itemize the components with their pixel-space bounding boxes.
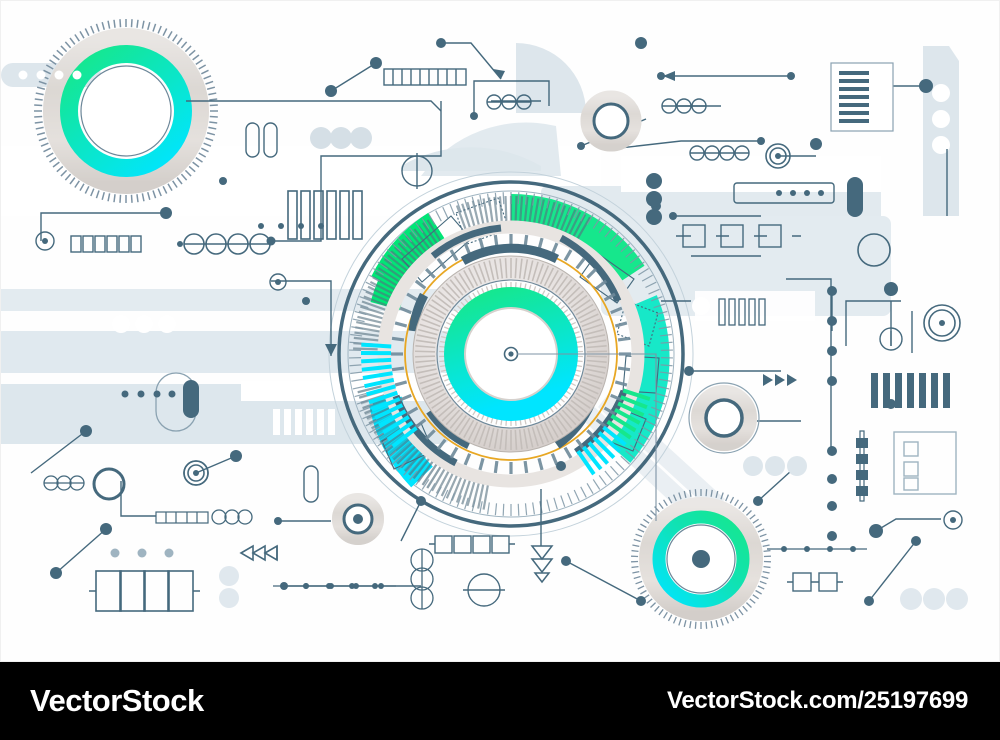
mouse-shape (155, 372, 199, 432)
grey-dot-triplet (310, 127, 372, 149)
right-side-panel (923, 46, 959, 216)
grey-dot-triplet-bottom-left (110, 548, 174, 558)
grey-dot-triplet-bottom-right (900, 588, 968, 610)
dotted-rounded-bar (733, 182, 835, 204)
target-ring-left (35, 231, 55, 251)
top-left-gradient-ring (34, 19, 218, 203)
top-grey-ring (580, 90, 642, 152)
grey-ring-widgets (183, 90, 760, 545)
rect-chain-bottom-left (89, 570, 200, 612)
watermark-footer: VectorStock VectorStock.com/25197699 (0, 662, 1000, 740)
mid-left-target-ring (183, 460, 209, 486)
circle-chain-bottom-left (43, 475, 85, 491)
circle-chain-right (661, 98, 707, 114)
segmented-bar-bottom-left (155, 511, 209, 524)
hollow-circle-right (857, 233, 891, 267)
bottom-right-gradient-ring (631, 489, 771, 629)
target-ring-right (923, 304, 961, 342)
small-rect-chain-left (70, 235, 142, 253)
arrow-markers (325, 69, 675, 356)
watermark-url: VectorStock.com/25197699 (667, 687, 968, 714)
hud-vector-illustration (1, 19, 968, 629)
segmented-strip-top (383, 68, 467, 86)
vertical-bars-right (871, 373, 950, 408)
mid-right-grey-ring (688, 382, 760, 454)
hollow-circle-left (92, 467, 126, 501)
small-widgets (18, 62, 968, 612)
phi-icon (401, 153, 433, 189)
small-target-far-right (943, 510, 963, 530)
watermark-brand: VectorStock (30, 683, 204, 718)
circle-chain-mid (689, 145, 750, 161)
bottom-left-grey-ring (332, 493, 384, 545)
down-chevrons (530, 545, 554, 584)
grey-dot-stack (219, 566, 239, 608)
double-pill-icon (245, 122, 278, 158)
circle-chain-top (486, 94, 532, 110)
central-hud-dial (328, 171, 694, 537)
small-target-right (879, 327, 903, 351)
barcode-box (830, 62, 894, 132)
small-squares-box (893, 431, 957, 495)
vertical-pill-right (847, 177, 863, 217)
target-ring-mid-left (269, 273, 287, 291)
square-chain-top-right (676, 224, 801, 248)
connector-nodes (50, 37, 933, 606)
artwork-area (0, 0, 1000, 662)
connector-squares-bottom-right (787, 572, 843, 592)
triple-chevron-left (239, 544, 278, 562)
pill-bar-with-dots (18, 70, 82, 80)
vertical-bars-white (273, 409, 335, 435)
connector-network (30, 42, 948, 602)
circle-chain-bottom-mid (211, 509, 253, 525)
vertical-bars-mini (718, 298, 766, 326)
vertical-bars-left (287, 190, 363, 240)
vertical-circle-stack (410, 548, 434, 610)
grey-dot-triplet-mid-right (743, 456, 807, 476)
vertical-pill-left (303, 465, 319, 503)
white-dots-bar (112, 315, 176, 333)
target-ring-top-right (765, 143, 791, 169)
mouse-dots (121, 390, 176, 398)
square-chain-bottom (429, 535, 515, 554)
circle-chain-left (183, 233, 271, 255)
square-bead-stack (856, 430, 868, 502)
triple-chevron-right (763, 374, 797, 386)
